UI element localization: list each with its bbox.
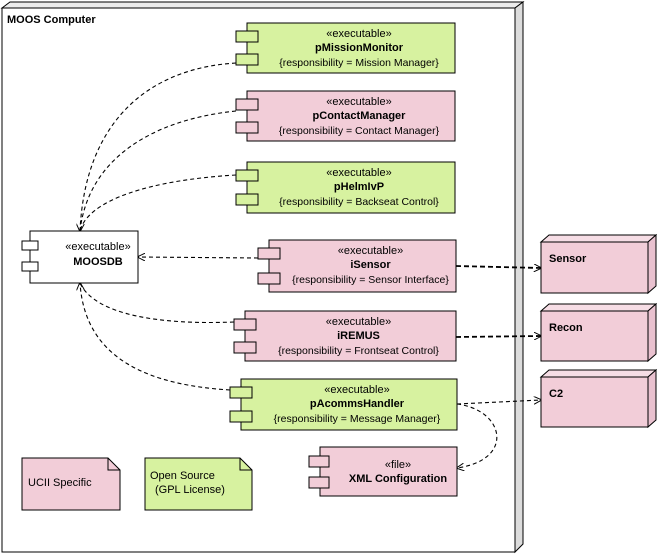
component-stereotype: «executable» [326,28,391,40]
connections [79,62,541,468]
component-responsibility: {responsibility = Frontseat Control} [278,345,439,357]
component-box [246,22,456,74]
component-name: pContactManager [313,110,407,122]
moosdb-tab-bottom [21,261,39,272]
note-open-source-line-1: Open Source [150,470,215,482]
file-tab-top [308,455,330,468]
sensor-node-label: Sensor [549,253,587,265]
component-pcontactmanager: «executable» pContactManager {responsibili… [235,90,456,142]
component-tab-top [235,30,259,43]
component-stereotype: «executable» [326,316,391,328]
component-stereotype: «executable» [324,384,389,396]
edge-isensor-moosdb [138,257,259,258]
edge-iremus-moosdb [79,282,235,324]
component-name: pHelmIvP [334,181,384,193]
c2-node-label: C2 [549,388,563,400]
component-tab-bottom [235,53,259,66]
component-iremus: «executable» iREMUS {responsibility = Fron… [233,310,457,362]
component-tab-bottom [235,121,259,134]
file-box [319,446,458,497]
component-tab-bottom [257,272,281,285]
component-name: pAcommsHandler [310,398,405,410]
component-tab-top [233,318,257,331]
sensor-node: Sensor [539,233,657,295]
component-responsibility: {responsibility = Backseat Control} [279,196,439,208]
components: «executable» pMissionMonitor {responsibili… [229,22,458,431]
recon-node: Recon [539,302,657,363]
component-name: iSensor [350,259,391,271]
component-box [246,90,456,142]
component-pmissionmonitor: «executable» pMissionMonitor {responsibili… [235,22,456,74]
moosdb-tab-top [21,240,39,251]
edge-pcontactmanager-moosdb [79,110,237,232]
component-responsibility: {responsibility = Contact Manager} [279,125,440,137]
component-tab-bottom [235,193,259,206]
file-stereotype: «file» [385,459,411,471]
edge-pmissionmonitor-moosdb [80,62,237,231]
note-ucii-specific: UCII Specific [21,457,121,511]
component-box [268,239,457,293]
component-stereotype: «executable» [338,245,403,257]
component-responsibility: {responsibility = Mission Manager} [279,57,439,69]
moosdb-component: «executable» MOOSDB [21,230,139,284]
c2-node: C2 [539,368,657,429]
note-open-source: Open Source (GPL License) [144,457,253,511]
moos-computer-title: MOOS Computer [7,14,96,26]
component-tab-top [229,386,253,399]
xml-configuration-file: «file» XML Configuration [308,446,458,497]
component-tab-top [235,169,259,182]
moosdb-name: MOOSDB [73,256,123,268]
component-phelmivp: «executable» pHelmIvP {responsibility = Ba… [235,161,456,214]
component-responsibility: {responsibility = Message Manager} [274,413,441,425]
component-tab-bottom [229,410,253,423]
edge-pacommshandler-file [457,403,498,468]
component-tab-top [257,247,281,260]
component-tab-top [235,98,259,111]
component-tab-bottom [233,341,257,354]
edge-phelmivp-moosdb [79,174,237,232]
note-ucii-text: UCII Specific [28,477,92,489]
file-name: XML Configuration [349,473,447,485]
edge-iremus-recon [455,336,541,337]
recon-node-label: Recon [549,322,583,334]
component-box [240,378,458,431]
edge-pacommshandler-c2 [456,400,541,405]
component-responsibility: {responsibility = Sensor Interface} [292,274,449,286]
component-box [246,161,456,214]
component-name: pMissionMonitor [315,42,404,54]
component-stereotype: «executable» [326,167,391,179]
file-tab-bottom [308,476,330,489]
component-box [244,310,457,362]
note-open-source-line-2: (GPL License) [155,484,225,496]
component-isensor: «executable» iSensor {responsibility = Sen… [257,239,457,293]
component-name: iREMUS [337,330,380,342]
component-pacommshandler: «executable» pAcommsHandler {responsibilit… [229,378,458,431]
moosdb-stereotype: «executable» [65,241,130,253]
edge-isensor-sensor [455,266,541,268]
edge-pacommshandler-moosdb [80,283,231,391]
component-stereotype: «executable» [326,96,391,108]
moosdb-box [29,230,139,284]
